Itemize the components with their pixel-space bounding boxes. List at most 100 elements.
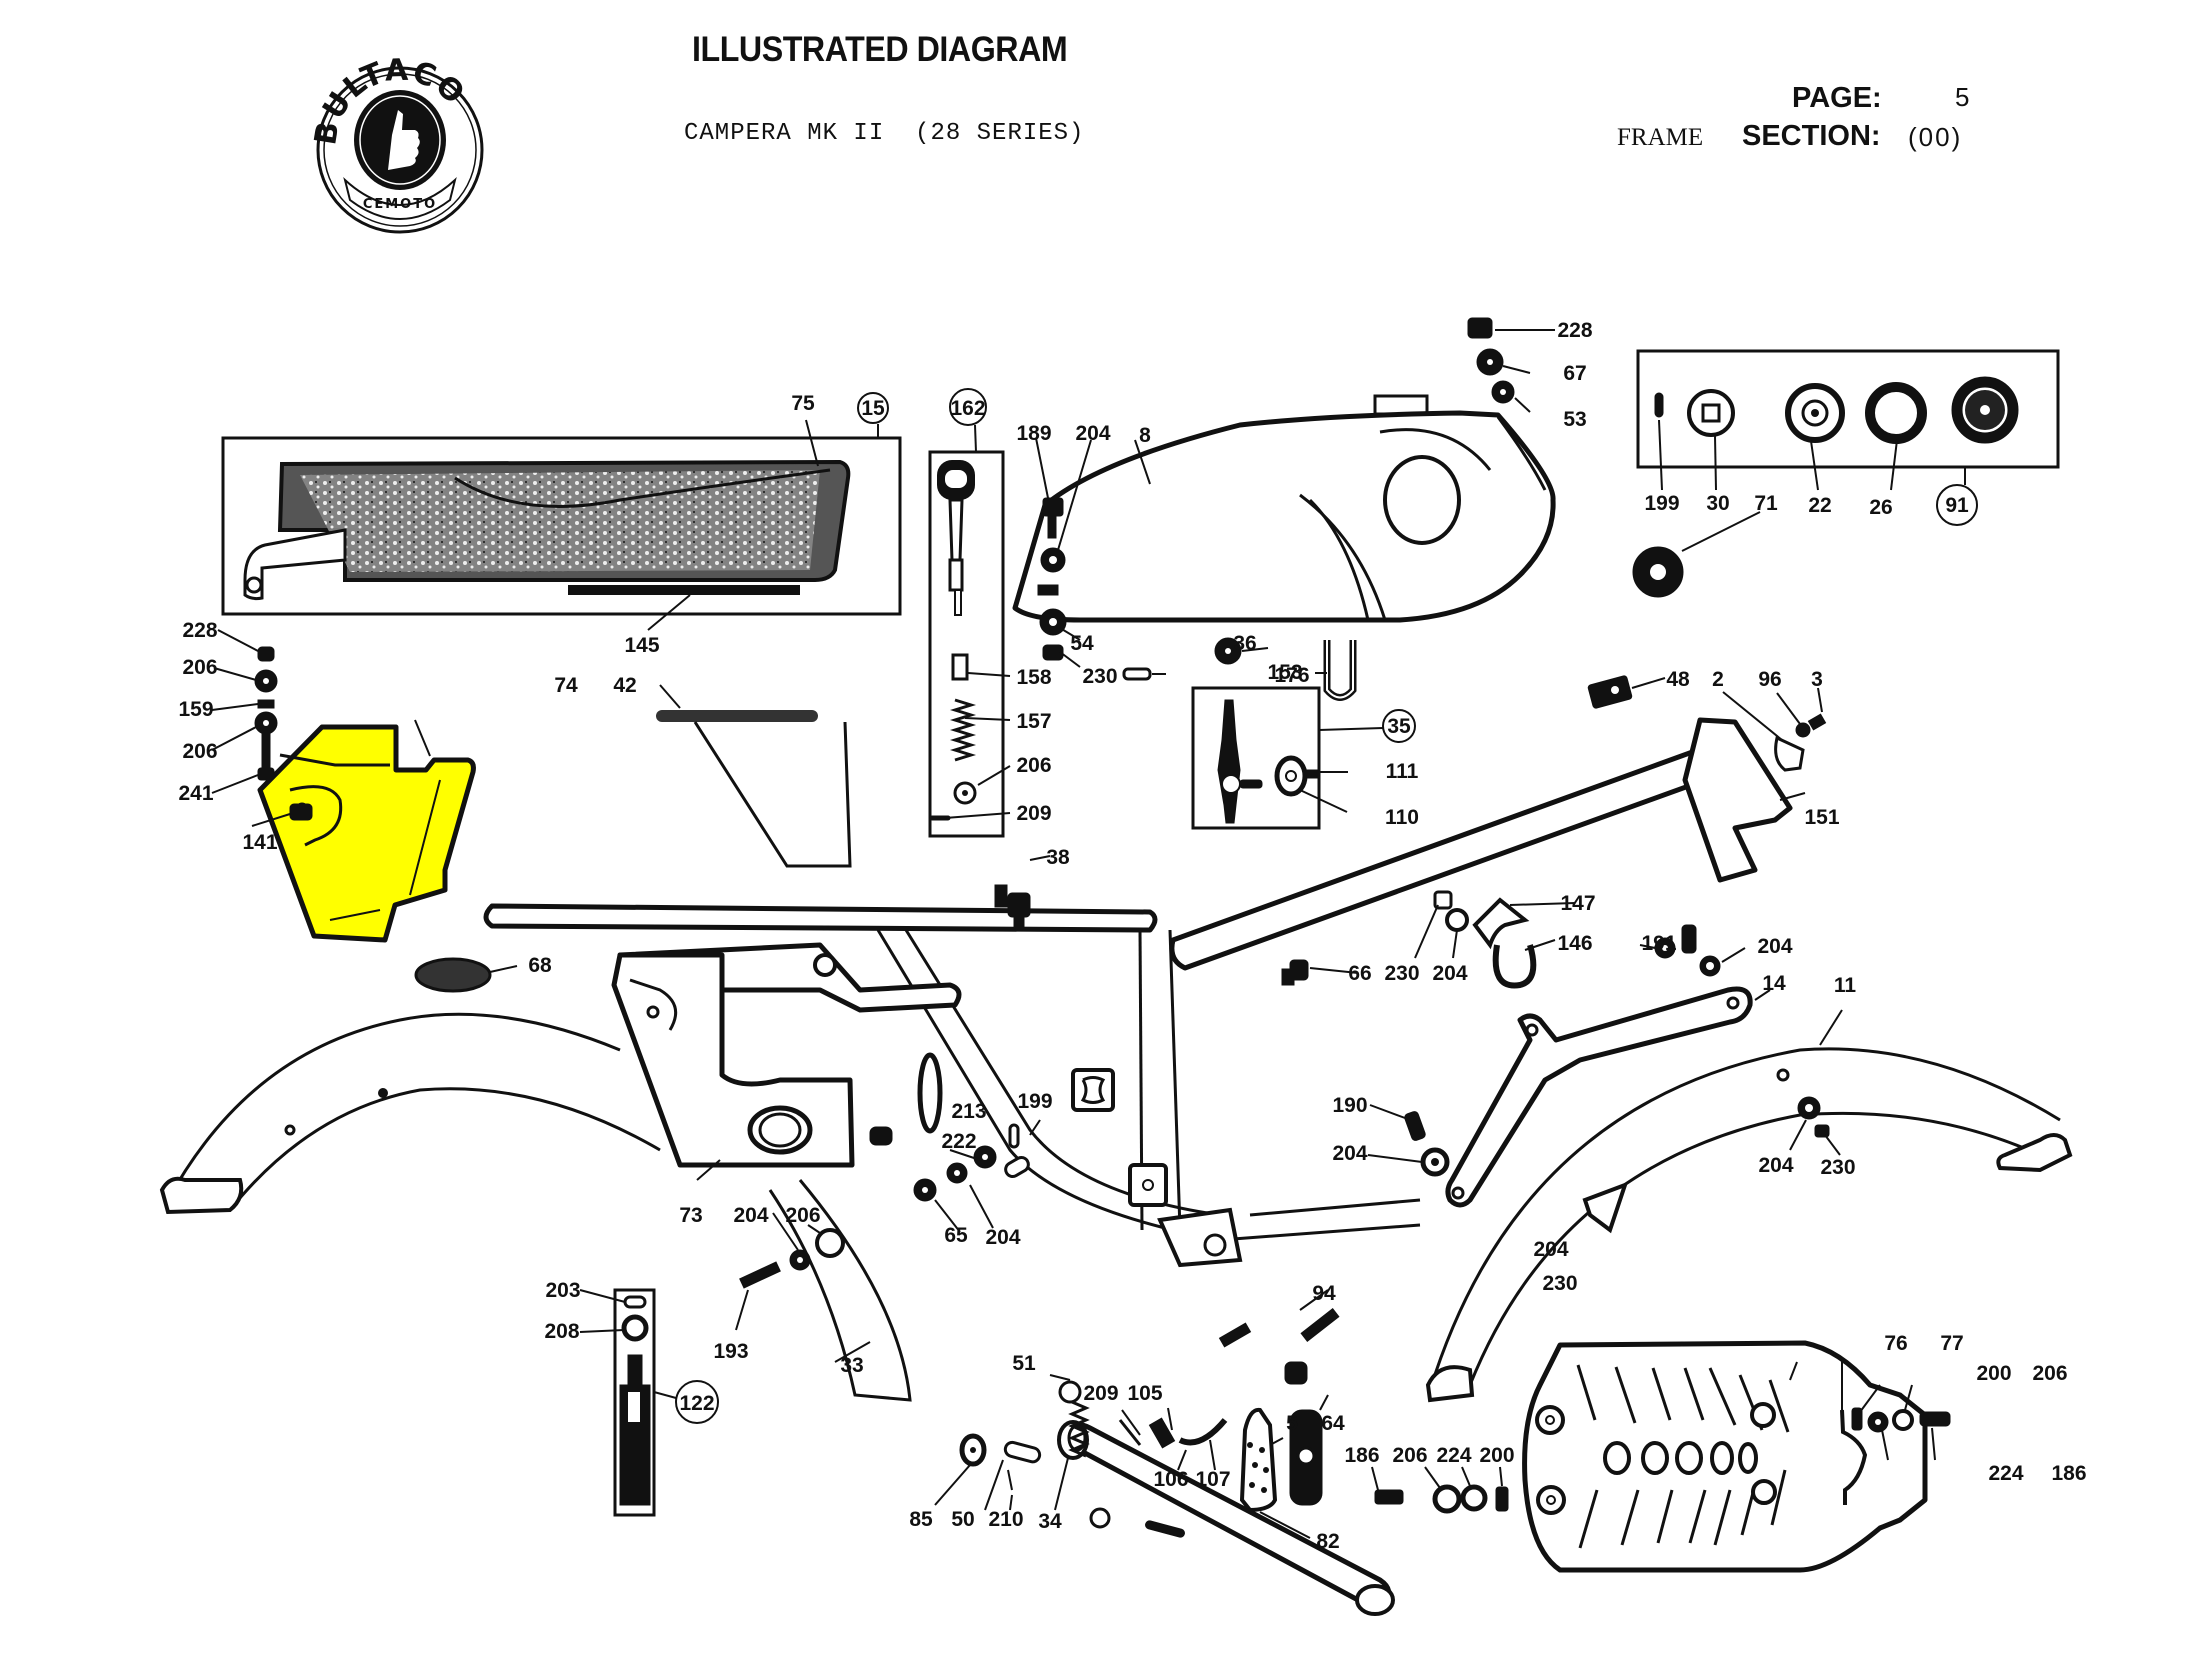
section-number: (00) (1908, 122, 1963, 152)
chain-guard-fasteners (735, 1212, 845, 1331)
model-subtitle: CAMPERA MK II (28 SERIES) (684, 120, 1085, 147)
part-callout-206: 206 (785, 1204, 820, 1227)
group-name: FRAME (1617, 124, 1704, 151)
part-callout-204: 204 (1075, 422, 1110, 445)
fuel-tap-assembly (1122, 637, 1416, 830)
part-callout-204: 204 (1757, 935, 1792, 958)
part-callout-209: 209 (1016, 802, 1051, 825)
part-callout-26: 26 (1869, 496, 1892, 519)
part-callout-107: 107 (1195, 1468, 1230, 1491)
part-callout-230: 230 (1384, 962, 1419, 985)
part-callout-230: 230 (1542, 1272, 1577, 1295)
part-callout-96: 96 (1758, 668, 1781, 691)
part-callout-50: 50 (951, 1508, 974, 1531)
spark-plug-assembly (579, 1288, 719, 1517)
part-callout-209: 209 (1083, 1382, 1118, 1405)
part-callout-110: 110 (1385, 806, 1419, 829)
part-callout-204: 204 (1758, 1154, 1793, 1177)
part-callout-228: 228 (1557, 319, 1592, 342)
part-callout-64: 64 (1321, 1412, 1345, 1435)
part-callout-48: 48 (1666, 668, 1690, 691)
part-callout-3: 3 (1811, 668, 1823, 691)
part-callout-35: 35 (1387, 715, 1411, 738)
part-callout-162: 162 (950, 397, 985, 420)
part-callout-141: 141 (242, 831, 277, 854)
part-callout-147: 147 (1560, 892, 1595, 915)
part-callout-65: 65 (944, 1224, 968, 1247)
page-label: PAGE: (1792, 82, 1882, 114)
part-callout-199: 199 (1017, 1090, 1052, 1113)
part-callout-206: 206 (182, 656, 217, 679)
part-callout-5: 5 (1286, 1412, 1298, 1435)
part-callout-204: 204 (733, 1204, 768, 1227)
bash-plate (1522, 1340, 1928, 1573)
bultaco-logo: BULTACO CEMOTO (308, 53, 484, 234)
part-callout-145: 145 (624, 634, 659, 657)
part-callout-15: 15 (861, 397, 885, 420)
page-title: ILLUSTRATED DIAGRAM (692, 30, 1068, 69)
part-callout-189: 189 (1016, 422, 1051, 445)
bash-plate-bracket (1840, 1358, 1951, 1505)
part-callout-193: 193 (713, 1340, 748, 1363)
bash-plate-fasteners-center (1371, 1466, 1509, 1514)
part-callout-146: 146 (1557, 932, 1592, 955)
part-callout-158: 158 (1016, 666, 1051, 689)
part-callout-200: 200 (1479, 1444, 1514, 1467)
frame-brackets (1289, 675, 1841, 1177)
part-callout-74: 74 (554, 674, 578, 697)
part-callout-241: 241 (178, 782, 213, 805)
part-callout-42: 42 (613, 674, 636, 697)
part-callout-106: 106 (1153, 1468, 1188, 1491)
part-callout-186: 186 (2051, 1462, 2086, 1485)
part-callout-33: 33 (840, 1354, 863, 1377)
part-callout-75: 75 (791, 392, 815, 415)
main-frame (483, 717, 1793, 1348)
fuel-tank (1012, 394, 1556, 623)
part-callout-94: 94 (1312, 1282, 1336, 1305)
front-mudguard (1425, 1009, 2073, 1403)
part-callout-105: 105 (1127, 1382, 1162, 1405)
part-callout-204: 204 (985, 1226, 1020, 1249)
part-callout-2: 2 (1712, 668, 1724, 691)
part-callout-68: 68 (528, 954, 552, 977)
part-callout-206: 206 (2032, 1362, 2067, 1385)
part-callout-206: 206 (182, 740, 217, 763)
part-callout-30: 30 (1706, 492, 1729, 515)
part-callout-51: 51 (1012, 1352, 1036, 1375)
rear-mudguard (159, 1012, 661, 1215)
part-callout-204: 204 (1533, 1238, 1568, 1261)
section-label: SECTION: (1742, 120, 1881, 152)
part-callout-22: 22 (1808, 494, 1831, 517)
part-callout-199: 199 (1644, 492, 1679, 515)
part-callout-82: 82 (1316, 1530, 1339, 1553)
part-callout-206: 206 (1016, 754, 1051, 777)
part-callout-91: 91 (1945, 494, 1969, 517)
part-callout-111: 111 (1386, 760, 1419, 783)
part-callout-176: 176 (1274, 664, 1309, 687)
tank-fasteners (944, 317, 1555, 819)
seat-assembly (221, 392, 902, 631)
part-callout-222: 222 (941, 1130, 976, 1153)
badge (414, 957, 518, 993)
part-callout-122: 122 (679, 1392, 714, 1415)
filler-cap-assembly (1632, 349, 2060, 598)
part-callout-36: 36 (1233, 632, 1256, 655)
part-callout-213: 213 (951, 1100, 986, 1123)
part-callout-230: 230 (1820, 1156, 1855, 1179)
part-callout-204: 204 (1432, 962, 1467, 985)
side-panel-74[interactable] (257, 724, 476, 943)
part-callout-77: 77 (1940, 1332, 1963, 1355)
part-callout-66: 66 (1348, 962, 1371, 985)
part-callout-8: 8 (1139, 424, 1151, 447)
part-callout-73: 73 (679, 1204, 702, 1227)
part-callout-224: 224 (1436, 1444, 1471, 1467)
page-number: 5 (1955, 82, 1970, 112)
part-callout-159: 159 (178, 698, 213, 721)
side-panel-fasteners (211, 629, 313, 827)
part-callout-67: 67 (1563, 362, 1586, 385)
part-callout-230: 230 (1082, 665, 1117, 688)
side-plate (611, 952, 893, 1181)
part-callout-228: 228 (182, 619, 217, 642)
part-callout-76: 76 (1884, 1332, 1907, 1355)
